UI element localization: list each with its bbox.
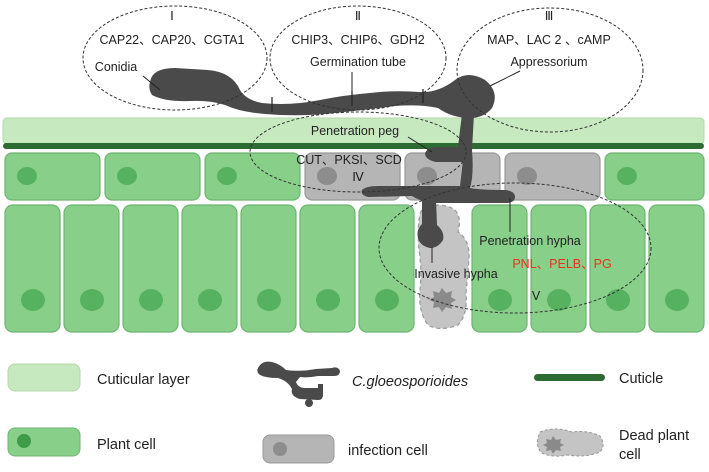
cell-nucleus — [547, 289, 571, 311]
penetration-peg — [425, 114, 474, 162]
penetration-hypha-upper — [361, 150, 515, 203]
legend-plant-cell-nucleus — [17, 434, 31, 448]
stage-2-numeral: Ⅱ — [355, 9, 361, 23]
plant-cell — [122, 204, 179, 333]
legend-cuticle-swatch — [534, 374, 605, 381]
legend-infection-cell-swatch — [262, 434, 335, 464]
plant-cell — [4, 204, 61, 333]
legend-infection-cell-label: infection cell — [348, 443, 428, 459]
stage-2-ellipse — [269, 5, 447, 111]
cell-nucleus — [617, 167, 637, 185]
plant-cell — [530, 204, 587, 333]
leader-penetration-peg — [407, 136, 433, 153]
legend-cuticular-swatch — [7, 363, 81, 392]
plant-cell — [589, 204, 646, 333]
stage-5-ellipse — [378, 182, 652, 314]
lower-cell-row — [4, 204, 705, 333]
stage-1-numeral: Ⅰ — [170, 9, 174, 23]
stage-3-ellipse — [456, 7, 644, 133]
stage-1-structure: Conidia — [95, 60, 137, 74]
legend-dead-cell-nucleus — [543, 436, 564, 454]
cell-nucleus — [606, 289, 630, 311]
plant-cell — [471, 204, 528, 333]
cell-nucleus — [417, 167, 437, 185]
legend-infection-cell-nucleus — [273, 442, 287, 456]
legend: Cuticular layer C.gloeosporioides Cuticl… — [7, 361, 689, 464]
legend-pathogen-label: C.gloeosporioides — [352, 374, 468, 390]
legend-pathogen-swatch — [257, 361, 340, 407]
stage-4-ellipse — [249, 111, 467, 193]
plant-cell — [299, 204, 356, 333]
plant-cell — [240, 204, 297, 333]
conidium — [149, 68, 495, 118]
legend-dead-cell-label-2: cell — [619, 447, 641, 463]
cell-nucleus — [257, 289, 281, 311]
plant-cell — [648, 204, 705, 333]
stage-5-genes: PNL、PELB、PG — [512, 257, 611, 271]
cell-nucleus — [517, 167, 537, 185]
plant-cell — [604, 152, 705, 201]
stage-4-genes: CUT、PKSI、SCD — [296, 153, 402, 167]
stage-3-numeral: Ⅲ — [545, 9, 554, 23]
stage-5-structure: Penetration hypha — [479, 234, 581, 248]
cell-nucleus — [17, 167, 37, 185]
stage-1-ellipse — [82, 5, 268, 111]
cell-nucleus — [139, 289, 163, 311]
dead-cell-nucleus — [429, 288, 456, 312]
plant-cell — [63, 204, 120, 333]
cell-nucleus — [80, 289, 104, 311]
plant-cell — [4, 152, 101, 201]
plant-cell — [104, 152, 201, 201]
stage-4-structure: Penetration peg — [311, 124, 399, 138]
stage-2-genes: CHIP3、CHIP6、GDH2 — [291, 33, 424, 47]
stage-3-structure: Appressorium — [510, 55, 587, 69]
cell-nucleus — [316, 289, 340, 311]
cell-nucleus — [488, 289, 512, 311]
stage-1-genes: CAP22、CAP20、CGTA1 — [100, 33, 245, 47]
legend-dead-cell-label-1: Dead plant — [619, 428, 689, 444]
cell-nucleus — [375, 289, 399, 311]
leader-appressorium — [489, 70, 521, 87]
cell-nucleus — [21, 289, 45, 311]
legend-cuticle-label: Cuticle — [619, 371, 663, 387]
plant-cell — [181, 204, 238, 333]
stage-5-numeral: V — [532, 289, 541, 303]
fungus — [149, 68, 515, 248]
invasive-hypha — [417, 200, 444, 248]
cell-nucleus — [665, 289, 689, 311]
legend-cuticular-label: Cuticular layer — [97, 372, 190, 388]
plant-cell — [204, 152, 301, 201]
leader-conidia — [142, 75, 161, 91]
infection-cell — [504, 152, 601, 201]
stage-3-genes: MAP、LAC 2 、cAMP — [487, 33, 611, 47]
stage-4-numeral: Ⅳ — [352, 170, 364, 184]
cell-nucleus — [198, 289, 222, 311]
invasive-hypha-label: Invasive hypha — [414, 267, 497, 281]
cell-nucleus — [217, 167, 237, 185]
stage-2-structure: Germination tube — [310, 55, 406, 69]
cuticle-line — [3, 143, 704, 149]
cell-nucleus — [317, 167, 337, 185]
legend-plant-cell-label: Plant cell — [97, 437, 156, 453]
plant-cell — [358, 204, 415, 333]
cell-nucleus — [117, 167, 137, 185]
